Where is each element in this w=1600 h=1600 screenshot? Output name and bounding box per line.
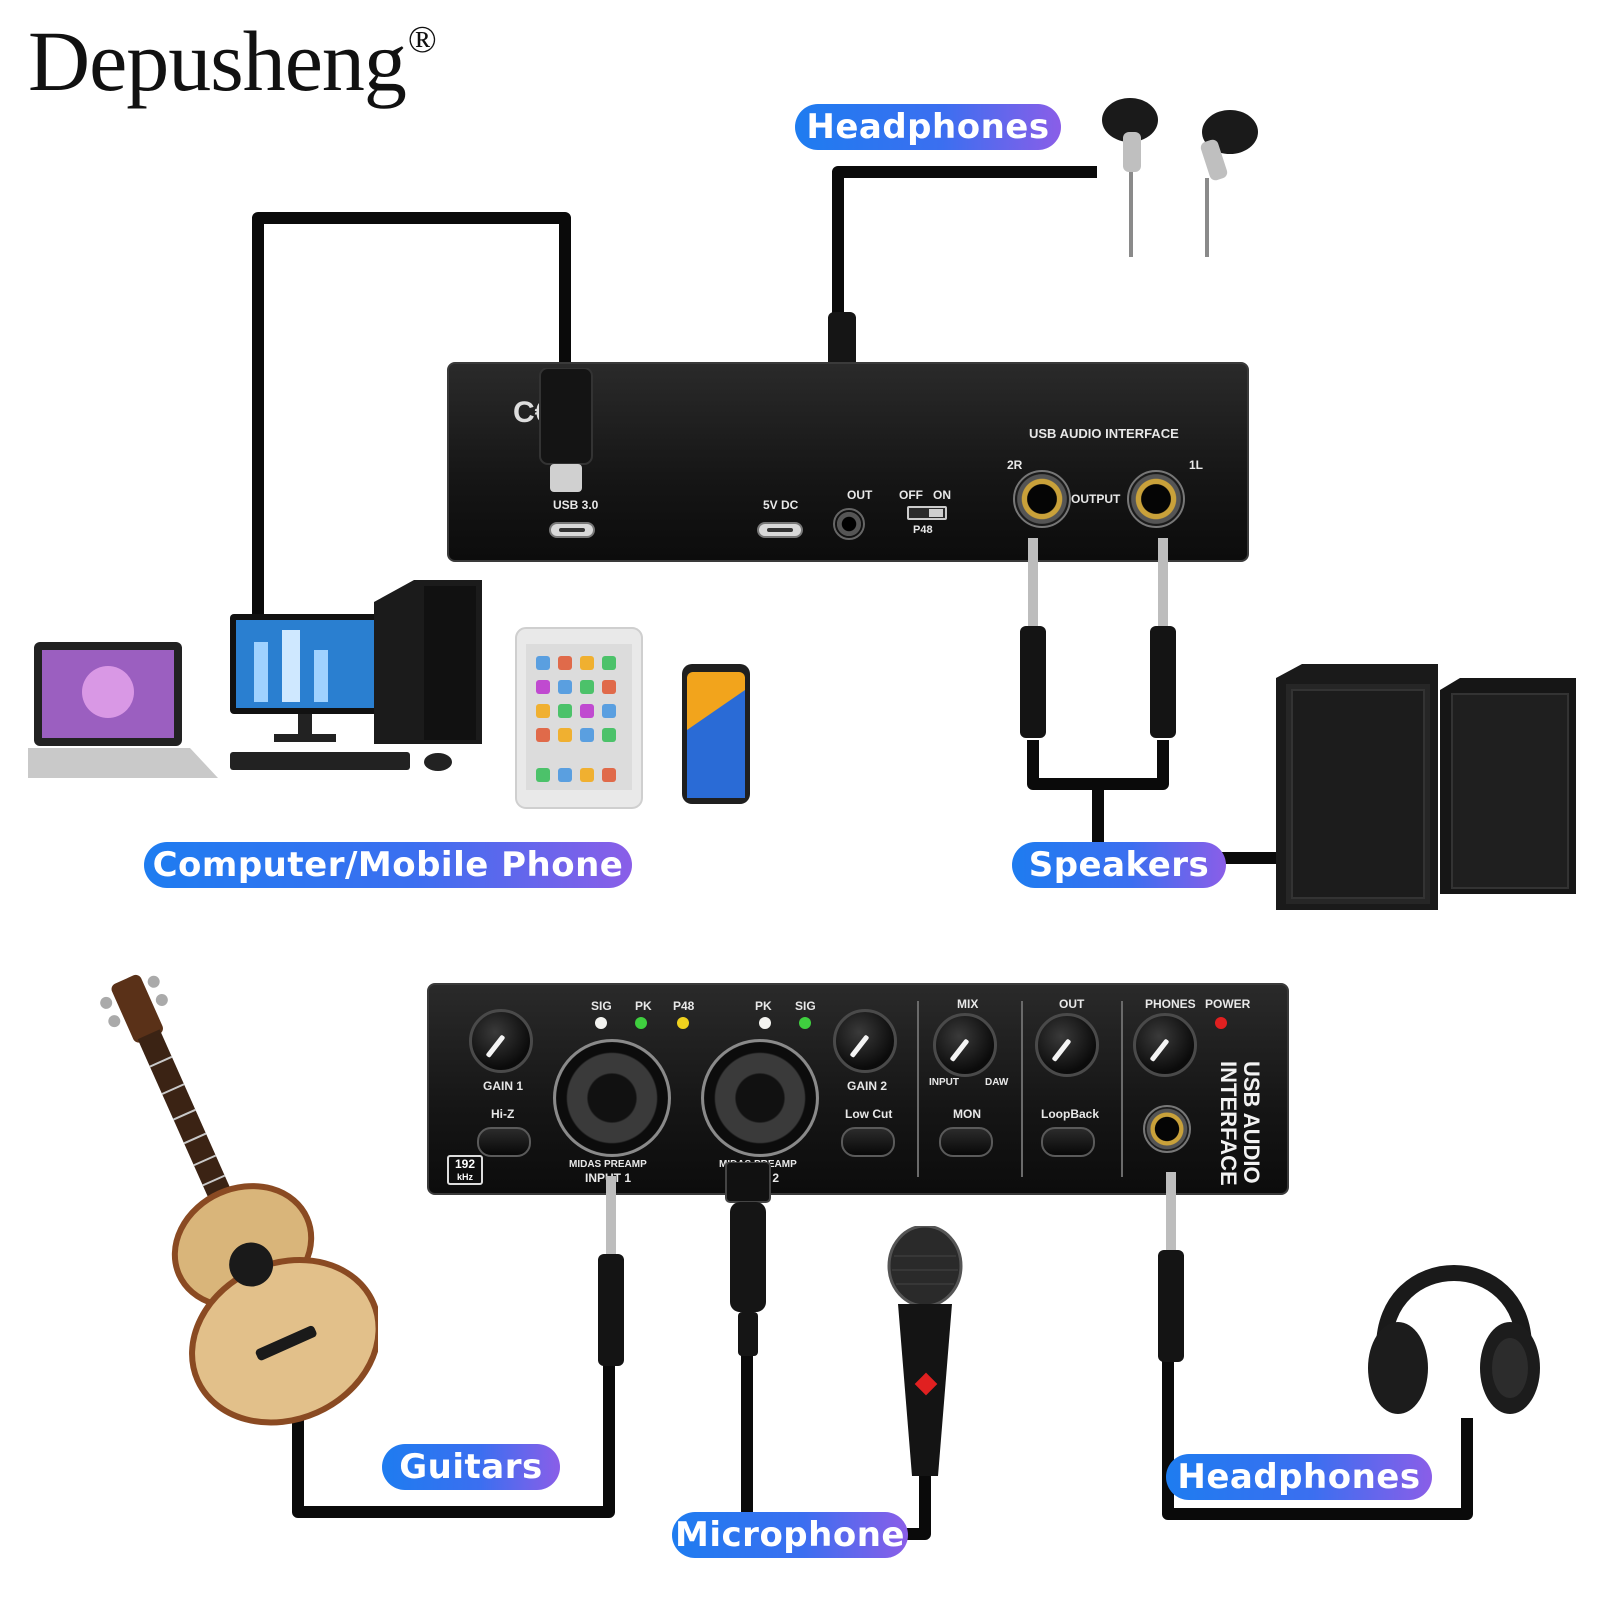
dc-port-label: 5V DC — [763, 498, 799, 512]
output-1l-jack[interactable] — [1127, 470, 1185, 528]
out-label: OUT — [847, 488, 873, 502]
hiz-button[interactable] — [477, 1127, 531, 1157]
label-headphones-bottom: Headphones — [1166, 1454, 1432, 1500]
usb-c-port[interactable] — [549, 522, 595, 538]
mix-input-label: INPUT — [929, 1077, 959, 1088]
mouse-icon — [424, 753, 452, 771]
xlr-plug-icon — [725, 1162, 771, 1356]
gain-1-knob[interactable] — [469, 1009, 533, 1073]
usb-c-plug-icon — [539, 368, 593, 492]
badge-top: 192 — [454, 1157, 476, 1171]
mix-knob[interactable] — [933, 1013, 997, 1077]
speakers-icon — [1276, 664, 1576, 910]
guitar-plug-icon — [598, 1176, 624, 1366]
label-computer-mobile: Computer/Mobile Phone — [144, 842, 632, 888]
sig-1-label: SIG — [591, 999, 612, 1013]
pk-1-label: PK — [635, 999, 652, 1013]
mon-button[interactable] — [939, 1127, 993, 1157]
output-label: OUTPUT — [1071, 492, 1121, 506]
out-knob[interactable] — [1035, 1013, 1099, 1077]
p48-switch-label: P48 — [913, 524, 933, 536]
label-speakers: Speakers — [1012, 842, 1226, 888]
computer-devices-icon — [28, 580, 750, 809]
divider-1 — [917, 1001, 919, 1177]
microphone-icon — [887, 1226, 963, 1476]
brand-logo: Depusheng® — [28, 18, 437, 104]
speaker-plugs-icon — [1020, 538, 1176, 738]
earphones-icon — [1102, 98, 1258, 257]
headphone-plug-icon — [1158, 1172, 1184, 1362]
sig-1-led — [595, 1017, 607, 1029]
output-2r-jack[interactable] — [1013, 470, 1071, 528]
output-l-label: 1L — [1189, 458, 1204, 472]
divider-2 — [1021, 1001, 1023, 1177]
laptop-icon — [28, 642, 218, 778]
p48-switch[interactable] — [907, 506, 947, 520]
badge-bottom: kHz — [456, 1172, 473, 1182]
ukulele-icon — [100, 974, 378, 1426]
p48-led-label: P48 — [673, 999, 695, 1013]
loopback-button[interactable] — [1041, 1127, 1095, 1157]
loopback-label: LoopBack — [1041, 1107, 1100, 1121]
pk-2-led — [759, 1017, 771, 1029]
smartphone-icon — [682, 664, 750, 804]
brand-name: Depusheng — [28, 13, 407, 109]
sig-2-led — [799, 1017, 811, 1029]
hiz-label: Hi-Z — [491, 1107, 515, 1121]
front-title: USB AUDIO INTERFACE — [1215, 1061, 1264, 1186]
guitar-cable — [292, 1350, 615, 1518]
phones-jack[interactable] — [1143, 1105, 1191, 1153]
label-guitars: Guitars — [382, 1444, 560, 1490]
phones-out-jack[interactable] — [833, 508, 865, 540]
low-cut-label: Low Cut — [845, 1107, 893, 1121]
mix-daw-label: DAW — [985, 1077, 1009, 1088]
usb-cable — [252, 212, 571, 630]
label-microphone: Microphone — [672, 1512, 908, 1558]
sample-rate-badge: 192 kHz — [447, 1155, 483, 1185]
dc-usb-c-port[interactable] — [757, 522, 803, 538]
gain-2-knob[interactable] — [833, 1009, 897, 1073]
headphone-cable-bottom — [1162, 1345, 1473, 1520]
gain-2-label: GAIN 2 — [847, 1079, 888, 1093]
mon-label: MON — [953, 1107, 981, 1121]
keyboard-icon — [230, 752, 410, 770]
gain-1-label: GAIN 1 — [483, 1079, 524, 1093]
input-1-preamp-label: MIDAS PREAMP — [569, 1159, 647, 1170]
usb-port-label: USB 3.0 — [553, 498, 599, 512]
phones-label: PHONES — [1145, 997, 1196, 1011]
input-2-combo-jack[interactable] — [701, 1039, 819, 1157]
monitor-icon — [230, 614, 386, 742]
divider-3 — [1121, 1001, 1123, 1177]
label-headphones-top: Headphones — [795, 104, 1061, 150]
input-1-combo-jack[interactable] — [553, 1039, 671, 1157]
sig-2-label: SIG — [795, 999, 816, 1013]
rear-title: USB AUDIO INTERFACE — [1029, 426, 1179, 441]
pk-1-led — [635, 1017, 647, 1029]
pc-tower-icon — [374, 580, 482, 744]
phones-knob[interactable] — [1133, 1013, 1197, 1077]
p48-led — [677, 1017, 689, 1029]
registered-mark: ® — [407, 19, 437, 61]
pk-2-label: PK — [755, 999, 772, 1013]
mix-label: MIX — [957, 997, 979, 1011]
speaker-cable — [1027, 740, 1284, 864]
out-label: OUT — [1059, 997, 1085, 1011]
p48-off-label: OFF — [899, 488, 923, 502]
power-label: POWER — [1205, 997, 1251, 1011]
p48-on-label: ON — [933, 488, 951, 502]
headphone-cable-top — [832, 166, 1097, 318]
tablet-icon — [515, 627, 643, 809]
headphones-icon — [1368, 1265, 1540, 1414]
low-cut-button[interactable] — [841, 1127, 895, 1157]
power-led — [1215, 1017, 1227, 1029]
output-r-label: 2R — [1007, 458, 1023, 472]
front-panel: GAIN 1 Hi-Z 192 kHz SIG PK P48 PK SIG MI… — [427, 983, 1289, 1195]
